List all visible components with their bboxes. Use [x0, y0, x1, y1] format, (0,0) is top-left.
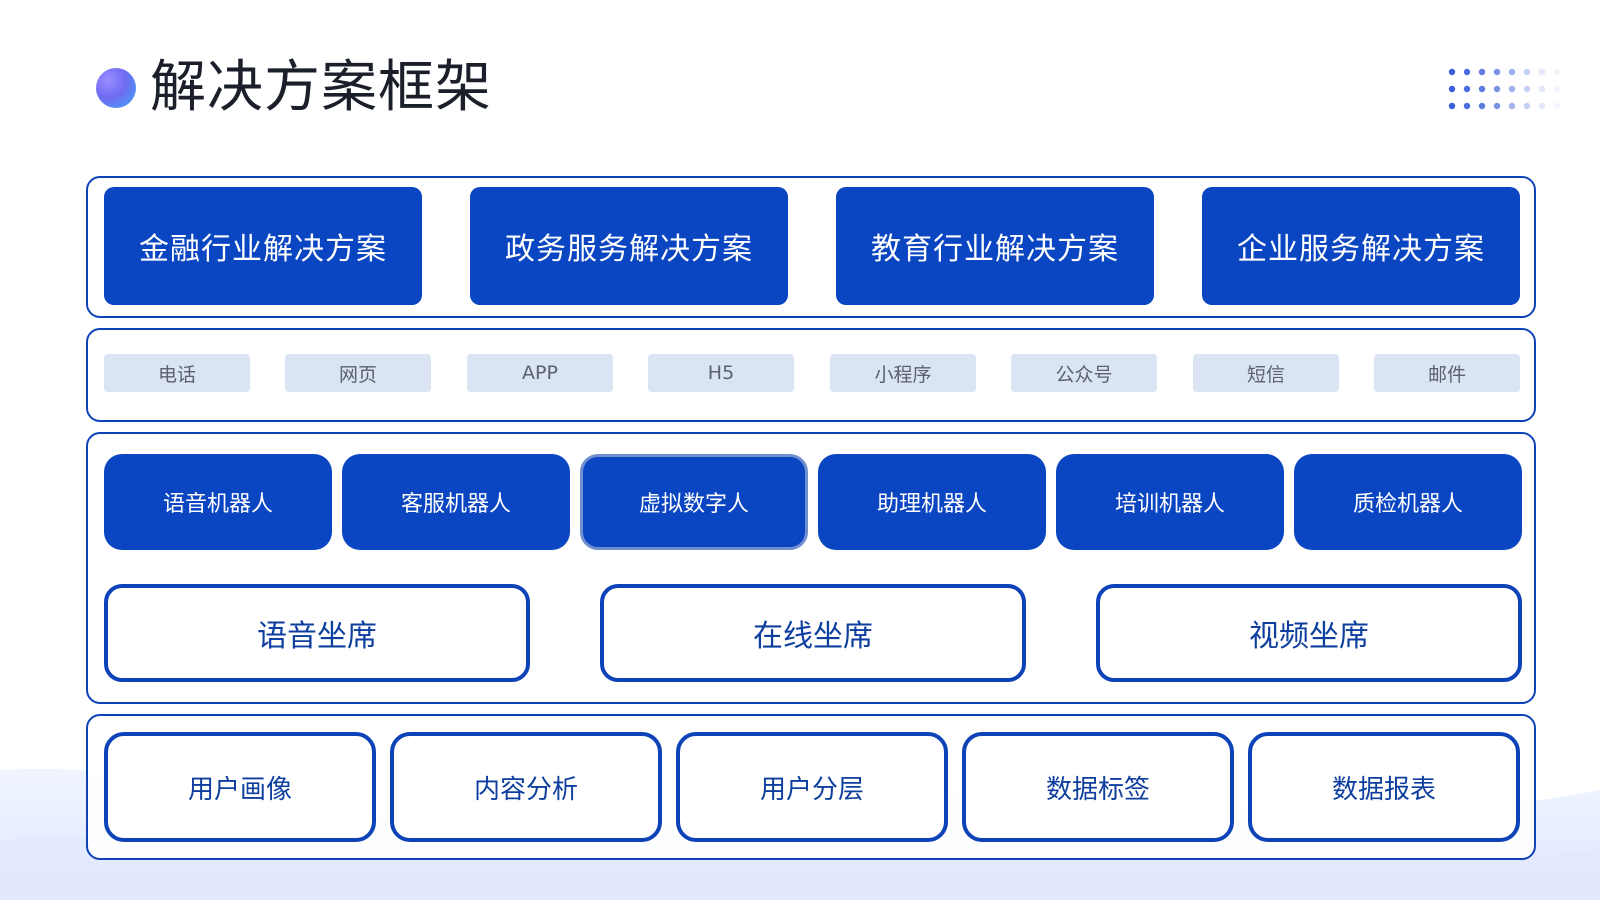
robot-service-button[interactable]: 客服机器人: [342, 454, 570, 550]
robot-virtual-human-button[interactable]: 虚拟数字人: [580, 454, 808, 550]
analysis-data-reports-button[interactable]: 数据报表: [1248, 732, 1520, 842]
channel-web-chip[interactable]: 网页: [285, 354, 431, 392]
channel-official-account-chip[interactable]: 公众号: [1011, 354, 1157, 392]
robot-training-button[interactable]: 培训机器人: [1056, 454, 1284, 550]
seat-video-button[interactable]: 视频坐席: [1096, 584, 1522, 682]
robots-and-seats-panel: 语音机器人 客服机器人 虚拟数字人 助理机器人 培训机器人 质检机器人 语音坐席…: [86, 432, 1536, 704]
page-title: 解决方案框架: [150, 55, 492, 120]
title-bullet-dot: [96, 68, 136, 108]
channel-app-chip[interactable]: APP: [467, 354, 613, 392]
solution-enterprise-button[interactable]: 企业服务解决方案: [1202, 187, 1520, 305]
solutions-panel: 金融行业解决方案 政务服务解决方案 教育行业解决方案 企业服务解决方案: [86, 176, 1536, 318]
analysis-data-tags-button[interactable]: 数据标签: [962, 732, 1234, 842]
decorative-dot-grid: [1448, 68, 1560, 110]
analysis-user-profile-button[interactable]: 用户画像: [104, 732, 376, 842]
solution-education-button[interactable]: 教育行业解决方案: [836, 187, 1154, 305]
analysis-panel: 用户画像 内容分析 用户分层 数据标签 数据报表: [86, 714, 1536, 860]
seat-voice-button[interactable]: 语音坐席: [104, 584, 530, 682]
robot-assistant-button[interactable]: 助理机器人: [818, 454, 1046, 550]
channel-phone-chip[interactable]: 电话: [104, 354, 250, 392]
channel-sms-chip[interactable]: 短信: [1193, 354, 1339, 392]
seat-online-button[interactable]: 在线坐席: [600, 584, 1026, 682]
analysis-user-segmentation-button[interactable]: 用户分层: [676, 732, 948, 842]
title-row: 解决方案框架: [96, 52, 492, 124]
analysis-content-button[interactable]: 内容分析: [390, 732, 662, 842]
solution-government-button[interactable]: 政务服务解决方案: [470, 187, 788, 305]
solution-finance-button[interactable]: 金融行业解决方案: [104, 187, 422, 305]
robot-quality-inspection-button[interactable]: 质检机器人: [1294, 454, 1522, 550]
robot-voice-button[interactable]: 语音机器人: [104, 454, 332, 550]
channels-panel: 电话 网页 APP H5 小程序 公众号 短信 邮件: [86, 328, 1536, 422]
channel-mini-program-chip[interactable]: 小程序: [830, 354, 976, 392]
channel-email-chip[interactable]: 邮件: [1374, 354, 1520, 392]
channel-h5-chip[interactable]: H5: [648, 354, 794, 392]
